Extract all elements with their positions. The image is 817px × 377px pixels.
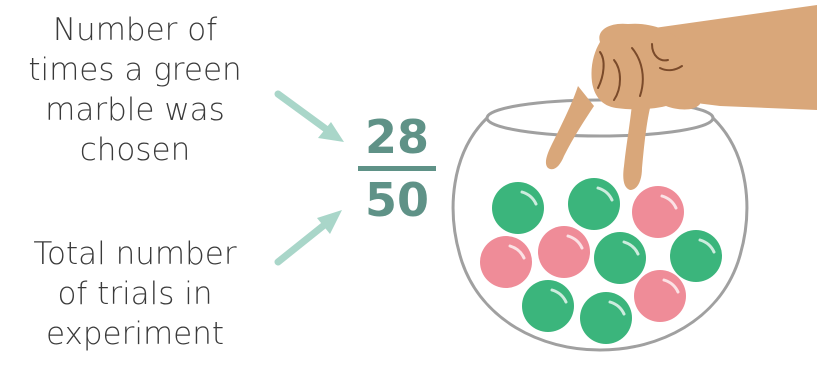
marble-highlight	[698, 238, 716, 254]
denominator-description-line: of trials in	[57, 276, 213, 312]
pink-marble	[634, 270, 686, 322]
green-marble	[594, 232, 646, 284]
fraction-bar	[358, 166, 436, 171]
pink-marble	[632, 186, 684, 238]
hand-icon	[545, 5, 817, 190]
marble-highlight	[662, 278, 680, 294]
pink-marble	[480, 236, 532, 288]
denominator-description-line: experiment	[45, 316, 225, 352]
probability-fraction: 28 50	[352, 110, 442, 227]
numerator-description: Number of times a green marble was chose…	[10, 10, 260, 170]
marble-highlight	[608, 300, 626, 316]
green-marble	[492, 182, 544, 234]
numerator-description-line: marble was	[45, 92, 225, 128]
marble-highlight	[508, 244, 526, 260]
marble-highlight	[596, 186, 614, 202]
arrow-to-numerator-icon	[274, 90, 344, 142]
green-marble	[580, 292, 632, 344]
numerator-description-line: times a green	[28, 52, 242, 88]
green-marble	[670, 230, 722, 282]
fraction-numerator: 28	[364, 110, 429, 164]
marble-highlight	[566, 234, 584, 250]
numerator-description-line: Number of	[52, 12, 218, 48]
marble-highlight	[660, 194, 678, 210]
marble-highlight	[622, 240, 640, 256]
pink-marble	[538, 226, 590, 278]
denominator-description: Total number of trials in experiment	[10, 234, 260, 354]
numerator-description-line: chosen	[79, 132, 191, 168]
marble-highlight	[550, 288, 568, 304]
marbles-group	[480, 178, 722, 344]
fraction-denominator: 50	[364, 173, 429, 227]
denominator-description-line: Total number	[33, 236, 237, 272]
marble-highlight	[520, 190, 538, 206]
green-marble	[522, 280, 574, 332]
arrow-to-denominator-icon	[274, 210, 342, 266]
green-marble	[568, 178, 620, 230]
